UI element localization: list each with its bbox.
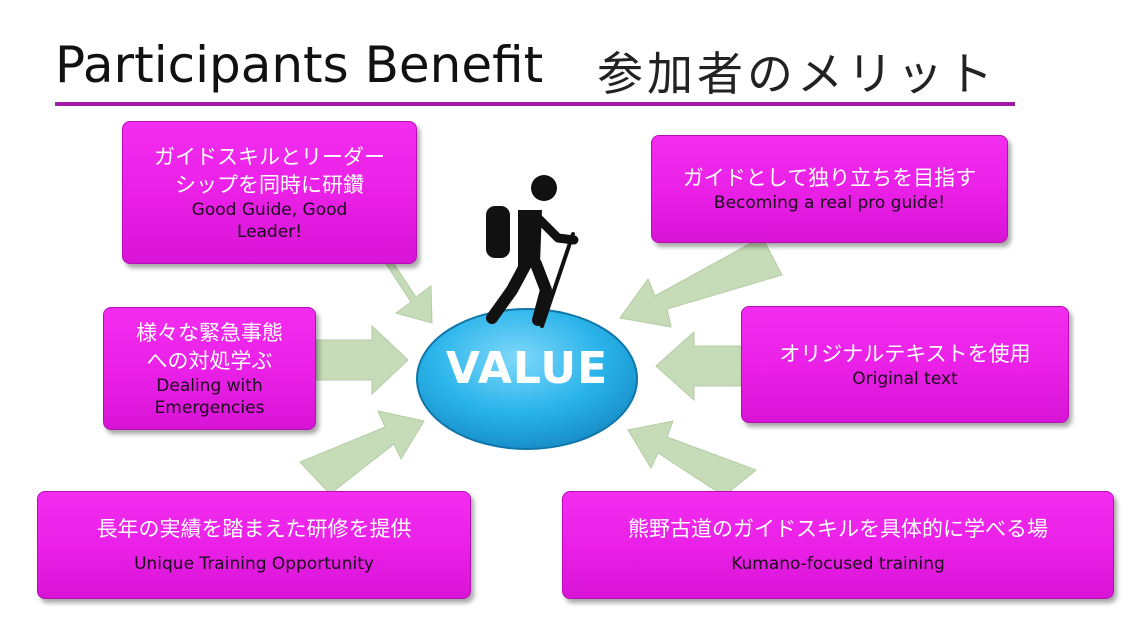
benefit-en-line: Unique Training Opportunity [134, 554, 374, 574]
benefit-ja-line: ガイドとして独り立ちを目指す [682, 166, 977, 190]
benefit-ja-line: 様々な緊急事態 [136, 320, 283, 345]
benefit-ja-line: 熊野古道のガイドスキルを具体的に学べる場 [628, 517, 1048, 541]
benefit-box-pro-guide: ガイドとして独り立ちを目指す Becoming a real pro guide… [651, 135, 1008, 243]
title-english: Participants Benefit [55, 36, 544, 94]
benefit-en-line: Dealing with [156, 375, 263, 396]
benefit-box-emergencies: 様々な緊急事態 への対処学ぶ Dealing with Emergencies [103, 307, 316, 430]
value-label: VALUE [445, 343, 609, 394]
benefit-en-line: Becoming a real pro guide! [713, 193, 946, 213]
benefit-box-guide-leader: ガイドスキルとリーダー シップを同時に研鑽 Good Guide, Good L… [122, 121, 417, 264]
benefit-box-kumano-training: 熊野古道のガイドスキルを具体的に学べる場 Kumano-focused trai… [562, 491, 1114, 599]
value-oval [416, 308, 638, 450]
benefit-ja-line: ガイドスキルとリーダー [154, 144, 385, 169]
benefit-box-unique-training: 長年の実績を踏まえた研修を提供 Unique Training Opportun… [37, 491, 471, 599]
arrow-top-right [619, 236, 783, 328]
benefit-box-original-text: オリジナルテキストを使用 Original text [741, 306, 1069, 423]
benefit-ja-line: への対処学ぶ [146, 348, 273, 373]
benefit-en-line: Original text [852, 368, 958, 389]
hiker-icon [486, 175, 579, 328]
arrow-middle-left [315, 324, 409, 396]
benefit-ja-line: オリジナルテキストを使用 [779, 341, 1031, 366]
arrow-bottom-left [299, 410, 425, 495]
page-title: Participants Benefit 参加者のメリット [55, 30, 1015, 106]
benefit-ja-line: 長年の実績を踏まえた研修を提供 [96, 517, 412, 541]
benefit-en-line: Emergencies [154, 397, 265, 418]
arrow-bottom-right [627, 420, 757, 497]
benefit-en-line: Good Guide, Good [191, 199, 348, 220]
benefit-en-line: Kumano-focused training [731, 554, 945, 574]
benefit-ja-line: シップを同時に研鑽 [175, 172, 364, 197]
title-underline [55, 102, 1015, 106]
benefit-en-line: Leader! [236, 221, 303, 242]
title-japanese: 参加者のメリット [597, 47, 997, 101]
arrow-middle-right [655, 330, 743, 402]
